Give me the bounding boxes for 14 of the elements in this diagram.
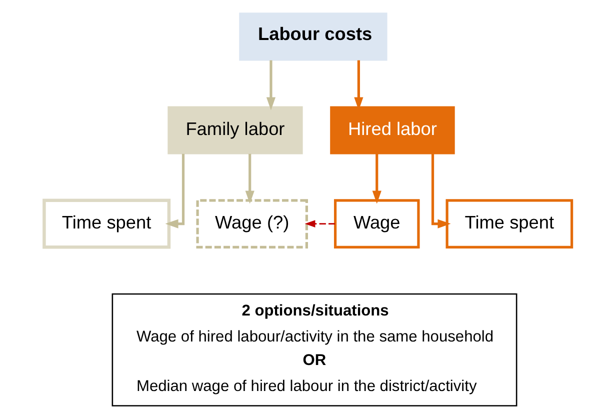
arrow [165,154,185,228]
node-box: Labour costs [239,12,388,61]
arrow [431,154,451,228]
node-box: Wage [334,199,420,248]
arrow [372,154,382,204]
node-box: 2 options/situations Wage of hired labour/activity in the same household OR Median wage of hired labour in the district/activity [112,293,518,406]
arrow [266,60,276,110]
arrow [304,220,335,228]
arrow [245,154,254,204]
node-box: Time spent [446,199,574,248]
node-box: Hired labor [330,106,455,154]
node-box: Family labor [168,106,303,154]
node-box: Wage (?) [196,199,308,248]
node-box: Time spent [42,198,171,249]
